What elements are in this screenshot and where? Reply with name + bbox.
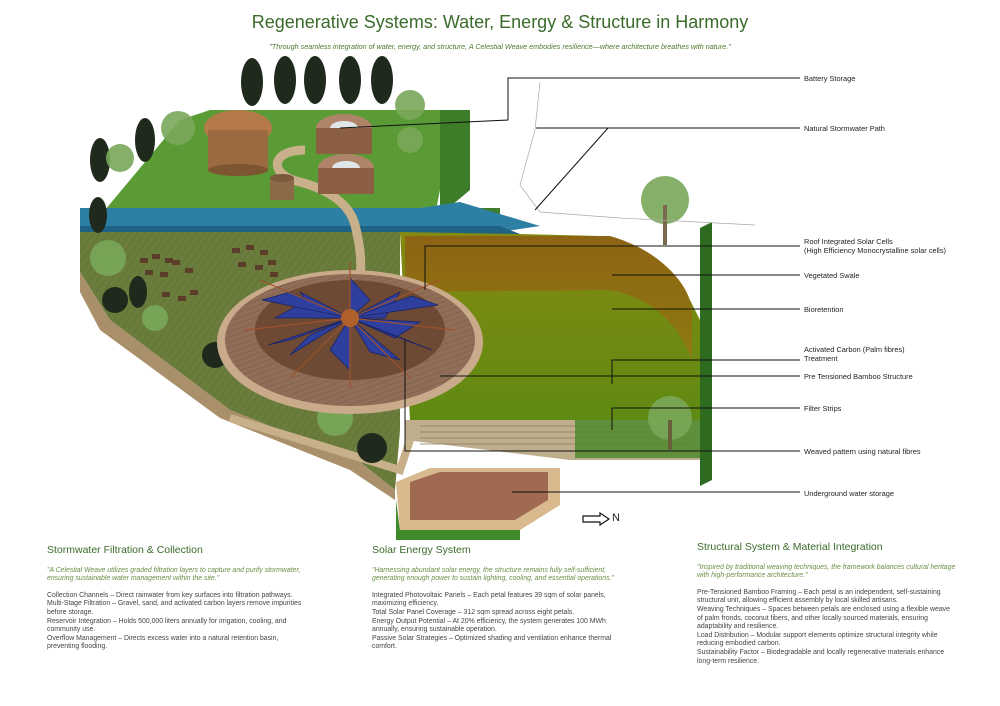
- item-value: – Optimized shading and ventilation enha…: [372, 634, 612, 651]
- callout-roof-solar-cells: Roof Integrated Solar Cells: [804, 237, 893, 246]
- site-illustration: [80, 56, 800, 540]
- page-title: Regenerative Systems: Water, Energy & St…: [251, 12, 749, 32]
- solar-pavilion: [217, 262, 483, 414]
- item-key: Weaving Techniques: [697, 605, 761, 613]
- item-value: – At 20% efficiency, the system generate…: [372, 617, 606, 634]
- list-item: Load Distribution – Modular support elem…: [697, 632, 957, 649]
- section-solar: Solar Energy System "Harnessing abundant…: [372, 544, 617, 652]
- north-label: N: [612, 512, 620, 524]
- callout-bamboo-structure: Pre Tensioned Bamboo Structure: [804, 372, 913, 381]
- item-value: – Holds 500,000 liters annually for irri…: [47, 617, 287, 634]
- item-key: Sustainability Factor: [697, 648, 760, 656]
- callout-roof-solar-cells-note: (High Efficiency Monocrystalline solar c…: [804, 246, 946, 255]
- item-key: Multi-Stage Filtration: [47, 600, 111, 608]
- north-arrow-icon: [582, 512, 610, 526]
- callout-underground-water-storage: Underground water storage: [804, 489, 894, 498]
- item-key: Load Distribution: [697, 631, 749, 639]
- item-key: Integrated Photovoltaic Panels: [372, 591, 466, 599]
- item-key: Collection Channels: [47, 591, 109, 599]
- item-value: – Biodegradable and locally regenerative…: [697, 648, 945, 665]
- section-stormwater: Stormwater Filtration & Collection "A Ce…: [47, 544, 309, 652]
- item-key: Pre-Tensioned Bamboo Framing: [697, 588, 797, 596]
- tree-cluster-light: [90, 90, 692, 450]
- section-heading: Solar Energy System: [372, 544, 471, 556]
- list-item: Pre-Tensioned Bamboo Framing – Each peta…: [697, 589, 957, 606]
- item-key: Energy Output Potential: [372, 617, 446, 625]
- callout-natural-stormwater-path: Natural Stormwater Path: [804, 124, 885, 133]
- section-quote: "Inspired by traditional weaving techniq…: [697, 563, 956, 580]
- section-heading: Stormwater Filtration & Collection: [47, 544, 203, 556]
- callout-filter-strips: Filter Strips: [804, 404, 842, 413]
- list-item: Weaving Techniques – Spaces between peta…: [697, 606, 957, 632]
- item-value: – Direct rainwater from key surfaces int…: [108, 591, 293, 599]
- seating-clusters: [140, 245, 278, 301]
- callout-leaders: [339, 77, 800, 493]
- list-item: Reservoir Integration – Holds 500,000 li…: [47, 618, 309, 635]
- section-structural: Structural System & Material Integration…: [697, 541, 957, 666]
- list-item: Energy Output Potential – At 20% efficie…: [372, 618, 617, 635]
- roundhouses: [204, 110, 374, 200]
- item-key: Total Solar Panel Coverage: [372, 608, 456, 616]
- callout-weaved-pattern: Weaved pattern using natural fibres: [804, 447, 921, 456]
- page-subtitle: "Through seamless integration of water, …: [269, 42, 731, 51]
- item-value: – Spaces between petals are enclosed usi…: [697, 605, 950, 631]
- list-item: Passive Solar Strategies – Optimized sha…: [372, 635, 617, 652]
- section-quote: "A Celestial Weave utilizes graded filtr…: [47, 566, 301, 583]
- callout-battery-storage: Battery Storage: [804, 74, 856, 83]
- footpaths: [228, 145, 414, 475]
- tree-cluster: [89, 56, 393, 463]
- item-value: – Gravel, sand, and activated carbon lay…: [47, 600, 302, 616]
- list-item: Total Solar Panel Coverage – 312 sqm spr…: [372, 609, 617, 618]
- list-item: Overflow Management – Directs excess wat…: [47, 635, 309, 652]
- item-key: Reservoir Integration: [47, 617, 111, 625]
- callout-activated-carbon-treatment: Treatment: [804, 354, 838, 363]
- section-quote: "Harnessing abundant solar energy, the s…: [372, 566, 614, 583]
- list-item: Collection Channels – Direct rainwater f…: [47, 592, 309, 601]
- section-heading: Structural System & Material Integration: [697, 541, 883, 553]
- solar-petals: [261, 276, 439, 371]
- item-value: – Each petal is an independent, self-sus…: [697, 588, 941, 605]
- item-value: – Directs excess water into a natural re…: [47, 634, 279, 651]
- list-item: Integrated Photovoltaic Panels – Each pe…: [372, 592, 617, 609]
- item-value: – Each petal features 39 sqm of solar pa…: [372, 591, 606, 608]
- list-item: Multi-Stage Filtration – Gravel, sand, a…: [47, 600, 309, 617]
- item-key: Passive Solar Strategies: [372, 634, 448, 642]
- item-value: – Modular support elements optimize stru…: [697, 631, 938, 648]
- underground-storage-box: [396, 468, 560, 540]
- item-key: Overflow Management: [47, 634, 117, 642]
- callout-activated-carbon: Activated Carbon (Palm fibres): [804, 345, 905, 354]
- list-item: Sustainability Factor – Biodegradable an…: [697, 649, 957, 666]
- item-value: – 312 sqm spread across eight petals.: [455, 608, 575, 616]
- callout-vegetated-swale: Vegetated Swale: [804, 271, 860, 280]
- callout-bioretention: Bioretention: [804, 305, 844, 314]
